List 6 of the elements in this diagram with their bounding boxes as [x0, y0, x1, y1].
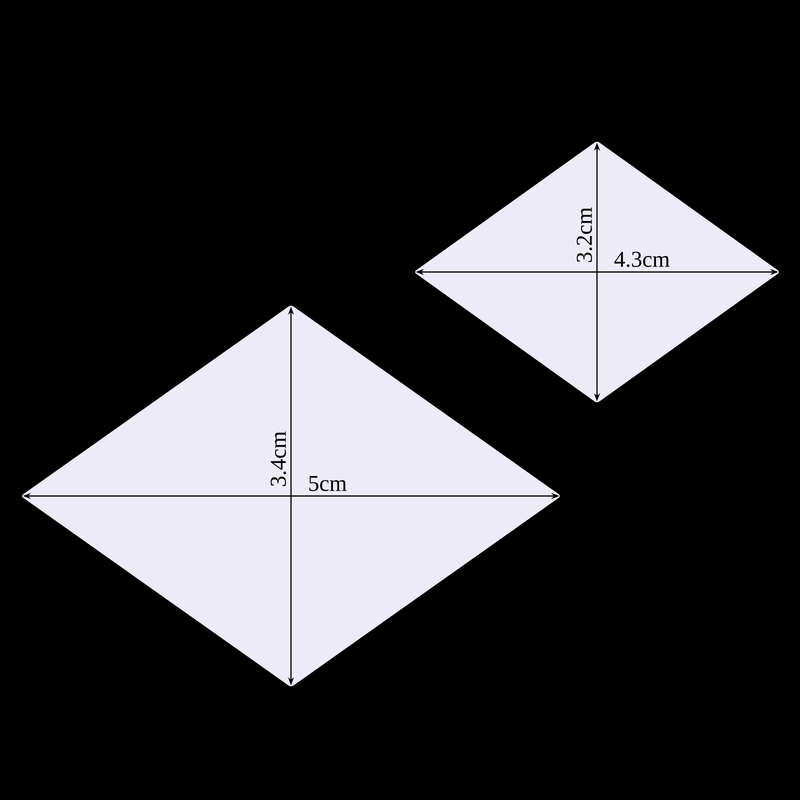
dimension-label: 5cm — [309, 476, 347, 492]
template-diamond — [415, 142, 779, 402]
dimension-label: 3.4cm — [270, 431, 286, 486]
dimension-label: 4.3cm — [614, 252, 670, 268]
template-diamond — [22, 306, 560, 686]
dimension-label: 3.2cm — [576, 207, 592, 262]
